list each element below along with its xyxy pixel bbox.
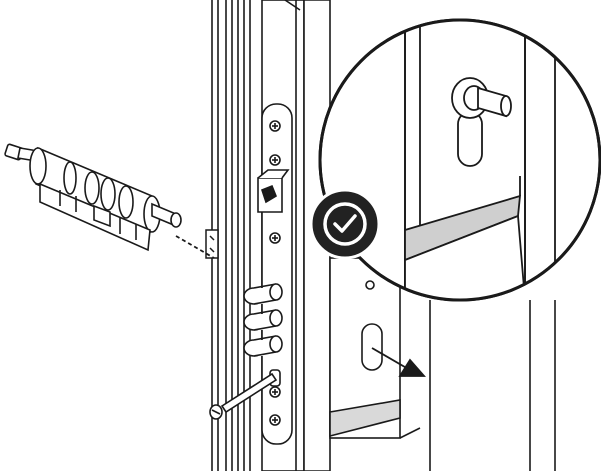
faceplate-screw — [269, 386, 281, 398]
strike-plate — [205, 229, 219, 259]
faceplate-screw — [269, 232, 281, 244]
insertion-arrow — [371, 347, 426, 377]
euro-cylinder — [4, 143, 182, 252]
cylinder-keyhole — [361, 323, 383, 371]
alignment-guide — [175, 235, 215, 259]
deadbolt — [243, 283, 283, 305]
deadbolt — [243, 335, 283, 357]
faceplate-screw — [269, 414, 281, 426]
deadbolt — [243, 309, 283, 331]
lock-faceplate — [243, 103, 293, 445]
cylinder-fixing-screw — [209, 372, 278, 420]
faceplate-screw — [269, 154, 281, 166]
door-right-panel — [429, 300, 556, 471]
door-frame — [211, 0, 251, 471]
faceplate-screw — [269, 120, 281, 132]
check-circle-icon — [309, 188, 381, 260]
detail-zoom-view — [318, 18, 601, 302]
handle-plate — [329, 247, 421, 439]
